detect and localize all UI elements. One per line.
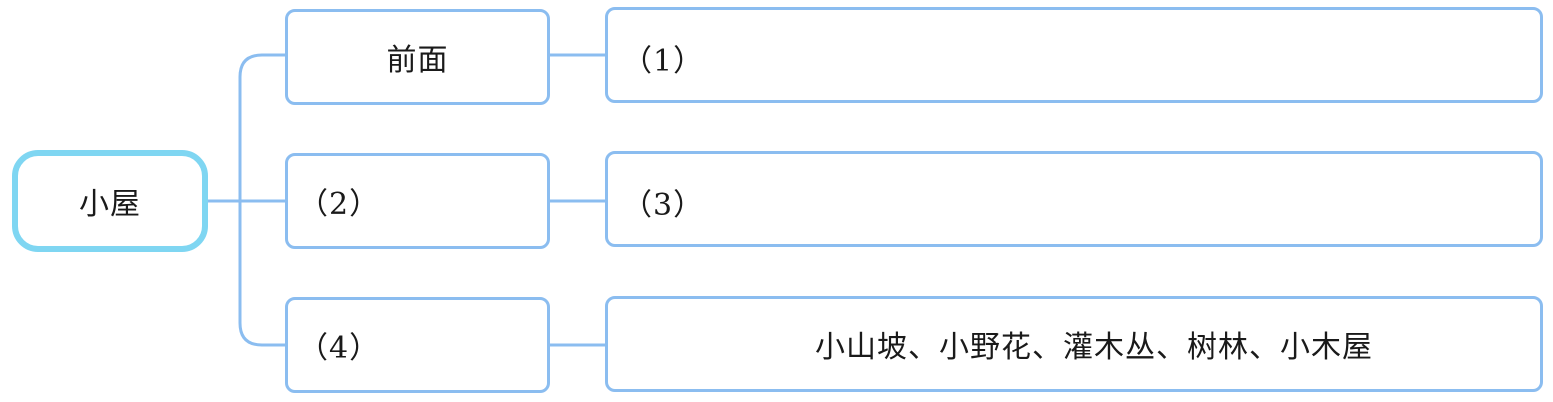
detail-label-3: （3） (622, 188, 705, 223)
trunk-to-branch-1-line (238, 53, 285, 201)
trunk-to-branch-3-line (238, 201, 285, 347)
detail-node-3: （3） (605, 151, 1543, 247)
detail-label-1: （1） (622, 44, 705, 79)
branch-node-2: （2） (285, 153, 550, 249)
branch-label-front: 前面 (386, 43, 449, 78)
root-label: 小屋 (79, 187, 141, 222)
branch-node-front: 前面 (285, 9, 550, 105)
detail-node-scenery: 小山坡、小野花、灌木丛、树林、小木屋 (605, 296, 1543, 392)
detail-label-scenery: 小山坡、小野花、灌木丛、树林、小木屋 (815, 330, 1373, 365)
root-node: 小屋 (12, 150, 208, 252)
branch-label-2: （2） (298, 187, 381, 222)
branch-label-4: （4） (298, 331, 381, 366)
detail-node-1: （1） (605, 7, 1543, 103)
branch-node-4: （4） (285, 297, 550, 393)
